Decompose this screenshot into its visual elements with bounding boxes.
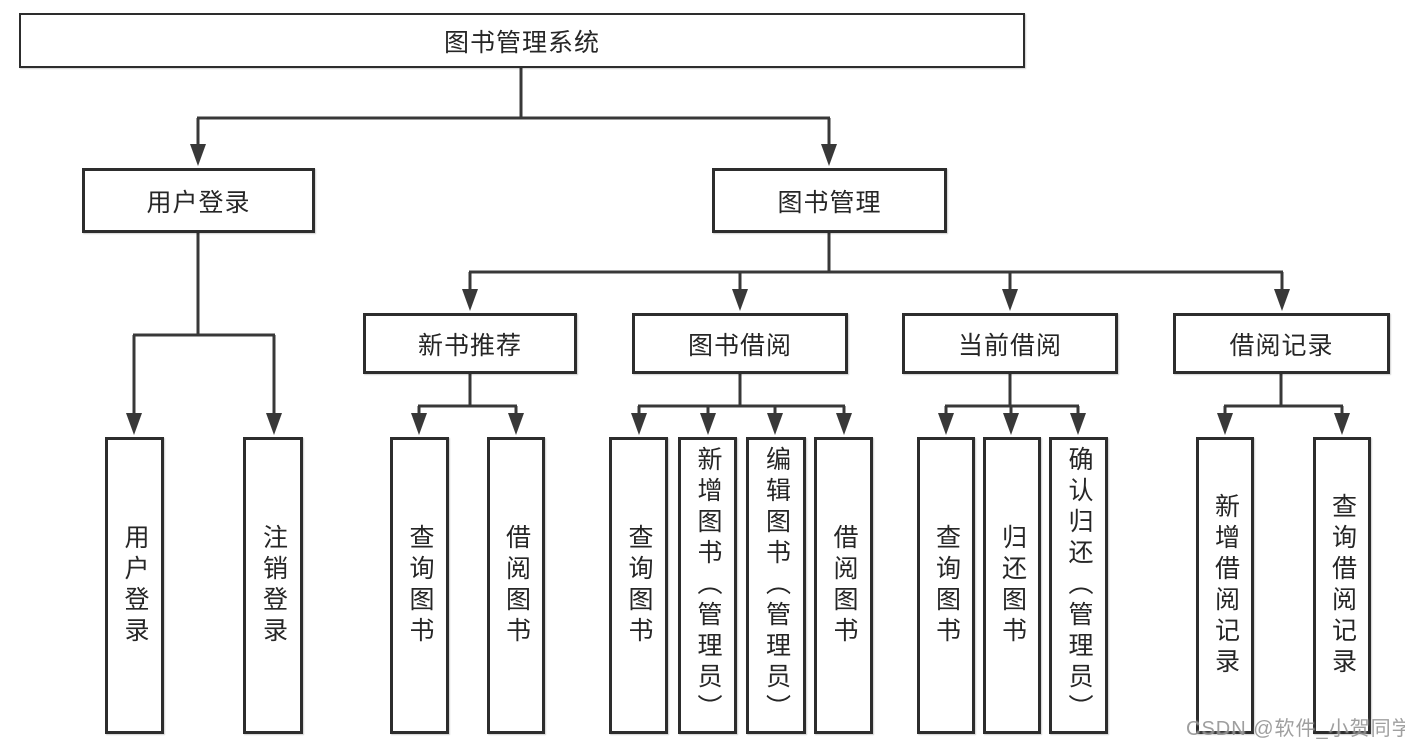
leaf-label: 确认归还（管理员） [1065,446,1093,725]
node-book-management: 图书管理 [712,168,947,233]
leaf-label: 查询借阅记录 [1328,492,1357,679]
leaf-label: 借阅图书 [830,523,858,648]
leaf-user-login: 用户登录 [105,437,164,734]
leaf-label: 编辑图书（管理员） [762,446,791,725]
node-borrowing-records: 借阅记录 [1173,313,1390,374]
leaf-confirm-return-admin: 确认归还（管理员） [1049,437,1108,734]
node-library-management-system: 图书管理系统 [19,13,1025,68]
leaf-edit-books-admin: 编辑图书（管理员） [746,437,806,734]
leaf-query-books-borrow: 查询图书 [609,437,668,734]
leaf-label: 查询图书 [406,523,434,648]
leaf-borrow-books: 借阅图书 [814,437,873,734]
leaf-label: 用户登录 [121,523,149,648]
leaf-add-borrow-record: 新增借阅记录 [1196,437,1254,734]
leaf-query-books-current: 查询图书 [917,437,975,734]
leaf-query-books-recommend: 查询图书 [390,437,449,734]
leaf-label: 新增借阅记录 [1211,492,1240,679]
leaf-borrow-books-recommend: 借阅图书 [487,437,545,734]
node-new-book-recommend: 新书推荐 [363,313,577,374]
leaf-label: 查询图书 [625,523,653,648]
leaf-label: 查询图书 [932,523,961,648]
leaf-return-books: 归还图书 [983,437,1041,734]
leaf-label: 归还图书 [998,523,1027,648]
leaf-logout: 注销登录 [243,437,303,734]
node-book-borrowing: 图书借阅 [632,313,848,374]
csdn-watermark: CSDN @软件_小贺同学 [1186,718,1405,740]
leaf-label: 借阅图书 [502,523,531,648]
leaf-label: 注销登录 [259,523,288,648]
leaf-query-borrow-record: 查询借阅记录 [1313,437,1371,734]
node-user-login: 用户登录 [82,168,315,233]
leaf-label: 新增图书（管理员） [694,446,722,725]
node-current-borrowing: 当前借阅 [902,313,1118,374]
leaf-add-books-admin: 新增图书（管理员） [678,437,737,734]
